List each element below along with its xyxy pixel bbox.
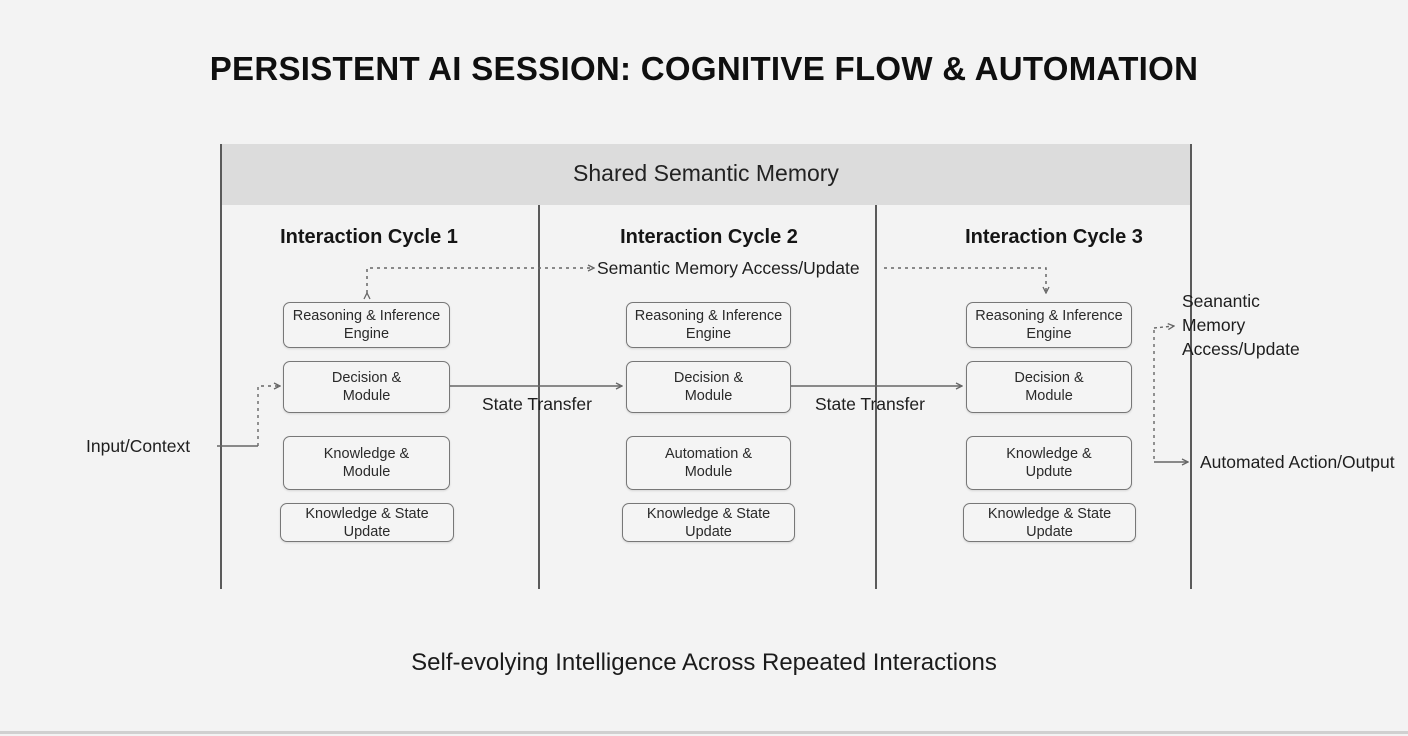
cycle-1-state-update-box: Knowledge & State Update: [280, 503, 454, 542]
cycle-2-automation-box: Automation & Module: [626, 436, 791, 490]
memory-dotted-right: [884, 267, 1046, 293]
diagram-subtitle: Self-evolying Intelligence Across Repeat…: [411, 649, 997, 676]
cycle-2-state-update-box: Knowledge & State Update: [622, 503, 795, 542]
shared-memory-label: Shared Semantic Memory: [573, 160, 839, 186]
cycle-1-title: Interaction Cycle 1: [280, 226, 458, 248]
divider-cycle-1-2: [538, 205, 540, 589]
cycle-2-decision-box: Decision & Module: [626, 361, 791, 413]
cycle-1-reasoning-box: Reasoning & Inference Engine: [283, 302, 450, 348]
cycle-3-reasoning-box: Reasoning & Inference Engine: [966, 302, 1132, 348]
state-transfer-label-1: State Transfer: [482, 394, 592, 414]
cycle-1-knowledge-box: Knowledge & Module: [283, 436, 450, 490]
divider-left: [220, 144, 222, 589]
diagram-title: PERSISTENT AI SESSION: COGNITIVE FLOW & …: [209, 50, 1199, 87]
cycle-1-decision-box: Decision & Module: [283, 361, 450, 413]
state-transfer-label-2: State Transfer: [815, 394, 925, 414]
cycle-3-knowledge-box: Knowledge & Updute: [966, 436, 1132, 490]
cycle-3-state-update-box: Knowledge & State Update: [963, 503, 1136, 542]
cycle-3-title: Interaction Cycle 3: [965, 226, 1143, 248]
cycle-3-decision-box: Decision & Module: [966, 361, 1132, 413]
memory-access-label: Semantic Memory Access/Update: [597, 258, 860, 278]
bottom-rule: [0, 731, 1408, 734]
automated-output-label: Automated Action/Output: [1200, 452, 1395, 472]
memory-dotted-left: [367, 268, 594, 293]
input-context-label: Input/Context: [86, 436, 191, 456]
side-memory-access-label: Seanantic Memory Access/Update: [1182, 291, 1300, 359]
cycle-2-reasoning-box: Reasoning & Inference Engine: [626, 302, 791, 348]
cycle-2-title: Interaction Cycle 2: [620, 226, 798, 248]
side-memory-arrow: [1153, 326, 1174, 328]
divider-cycle-2-3: [875, 205, 877, 589]
shared-memory-band: [221, 144, 1191, 205]
divider-right: [1190, 144, 1192, 589]
input-dotted: [257, 386, 280, 446]
